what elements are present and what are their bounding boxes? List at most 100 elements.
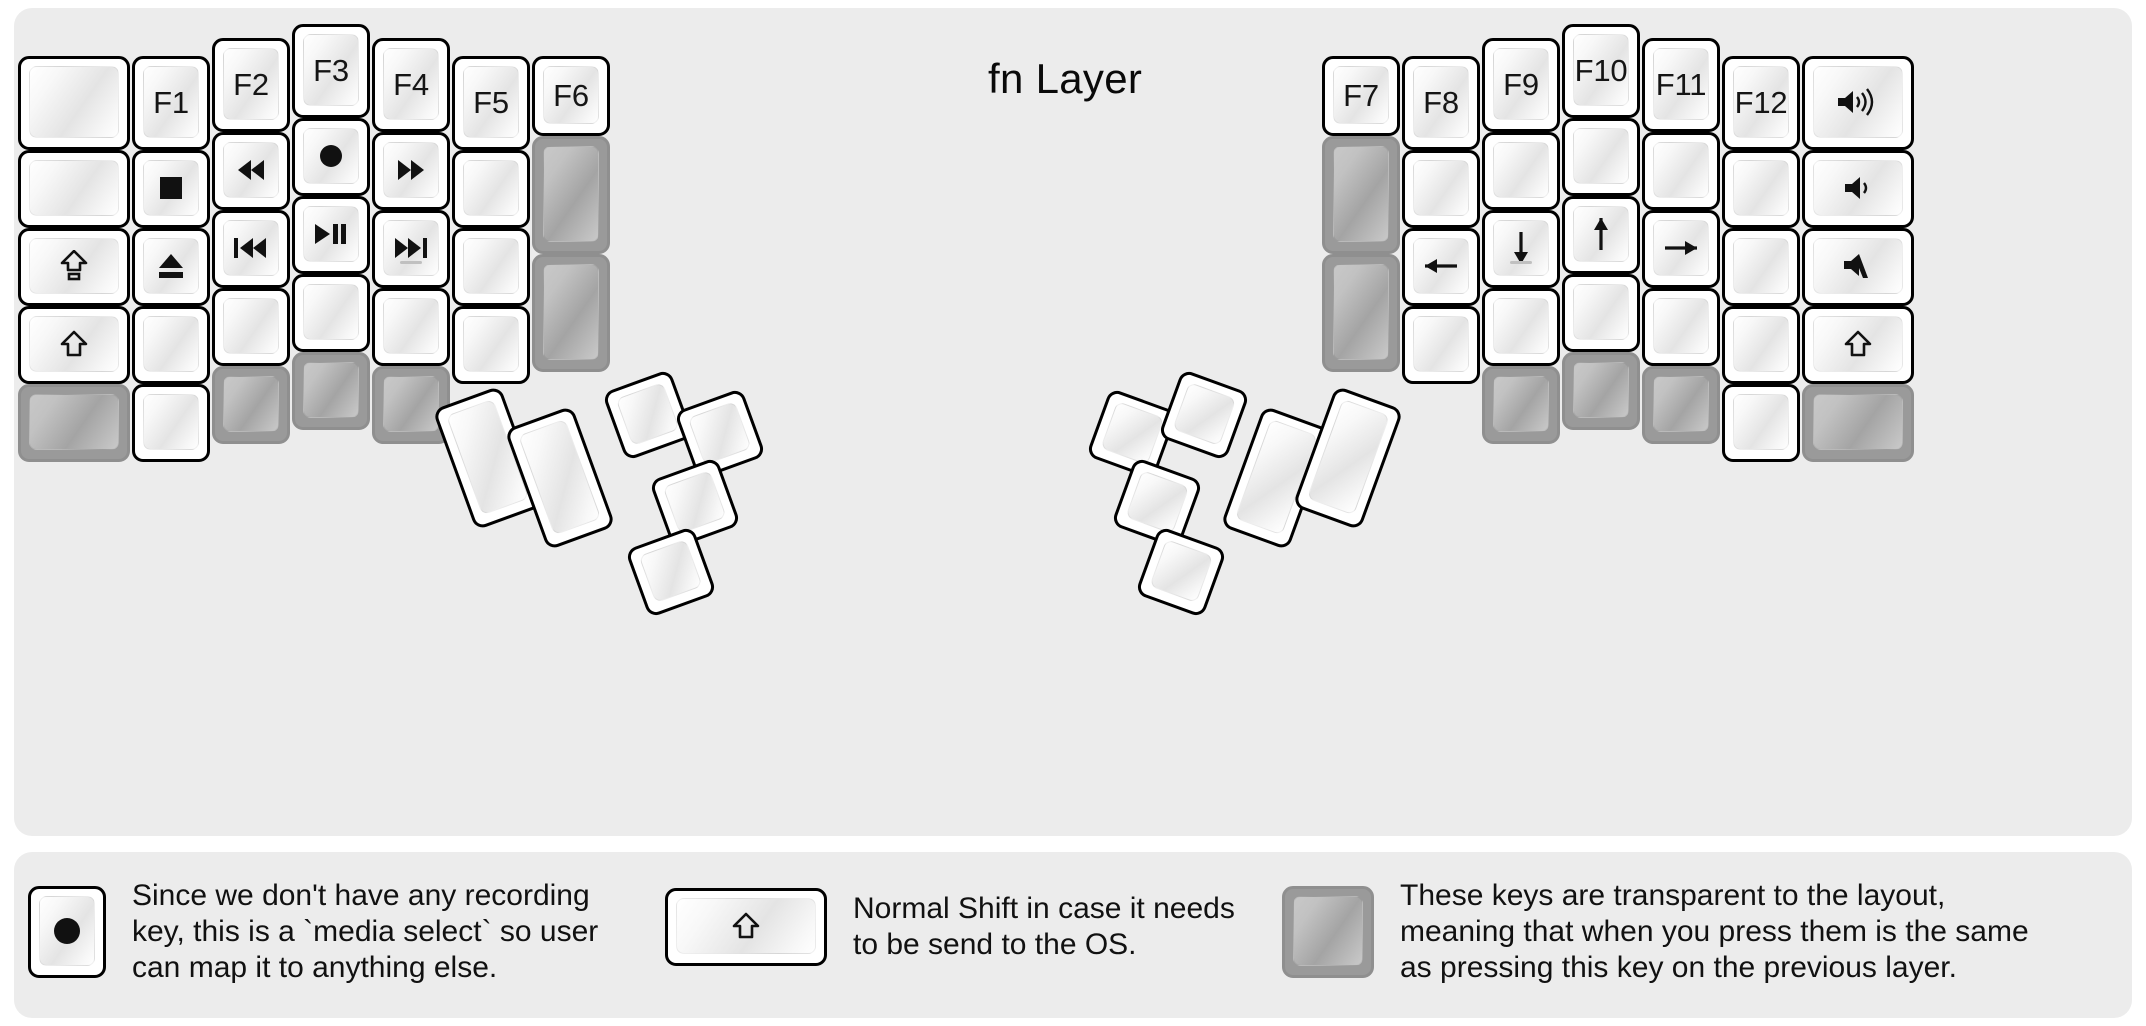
- key-f9-right-middle-r-0[interactable]: F9: [1482, 38, 1560, 132]
- keycap-face: [1100, 401, 1165, 466]
- key-arrow-right-right-pinky-r-2[interactable]: [1642, 210, 1720, 288]
- key-blank-right-pinky-r-1[interactable]: [1642, 132, 1720, 210]
- key-f8-right-index-r-0[interactable]: F8: [1402, 56, 1480, 150]
- key-media-playpause-left-middle-2[interactable]: [292, 196, 370, 274]
- key-volume-down-right-outer-extra-r-1[interactable]: [1802, 150, 1914, 228]
- key-blank-left-index-inner-3[interactable]: [452, 306, 530, 384]
- key-blank-right-pinky-outer-r-2[interactable]: [1722, 228, 1800, 306]
- key-media-prev-track-left-ring-2[interactable]: [212, 210, 290, 288]
- key-f10-right-ring-r-0[interactable]: F10: [1562, 24, 1640, 118]
- media-eject-icon: [156, 251, 186, 281]
- key-label: F5: [473, 84, 509, 120]
- key-volume-up-right-outer-extra-r-0[interactable]: [1802, 56, 1914, 150]
- key-media-fastforward-left-index-1[interactable]: [372, 132, 450, 210]
- key-blank-right-pinky-outer-r-3[interactable]: [1722, 306, 1800, 384]
- key-f11-right-pinky-r-0[interactable]: F11: [1642, 38, 1720, 132]
- keycap-face: F3: [303, 34, 359, 106]
- key-blank-right-middle-r-1[interactable]: [1482, 132, 1560, 210]
- key-blank-left-index-inner-2[interactable]: [452, 228, 530, 306]
- key-transparent-left-middle-4[interactable]: [292, 352, 370, 430]
- key-transparent-right-middle-r-4[interactable]: [1482, 366, 1560, 444]
- keycap-face: [1733, 238, 1789, 294]
- keycap-face: [1493, 298, 1549, 354]
- keycap-face: [1653, 298, 1709, 354]
- key-blank-right-ring-r-3[interactable]: [1562, 274, 1640, 352]
- keycap-face: F1: [143, 66, 199, 138]
- key-transparent-right-index-inner-r-2[interactable]: [1322, 254, 1400, 372]
- key-media-eject-left-pinky-2[interactable]: [132, 228, 210, 306]
- key-f1-left-pinky-0[interactable]: F1: [132, 56, 210, 150]
- keycap-face: [143, 316, 199, 372]
- legend-item-1: Normal Shift in case it needs to be send…: [665, 888, 1235, 966]
- key-f5-left-index-inner-0[interactable]: F5: [452, 56, 530, 150]
- key-blank-left-pinky-4[interactable]: [132, 384, 210, 462]
- key-transparent-left-inner-extra-2[interactable]: [532, 254, 610, 372]
- keycap-face: F4: [383, 48, 439, 120]
- keycap-face: [143, 394, 199, 450]
- keycap-face: [1733, 160, 1789, 216]
- key-transparent-left-index-4[interactable]: [372, 366, 450, 444]
- key-media-rewind-left-ring-1[interactable]: [212, 132, 290, 210]
- key-blank-left-pinky-3[interactable]: [132, 306, 210, 384]
- legend-key-record-circle-icon: [28, 886, 106, 978]
- key-transparent-right-index-inner-r-1[interactable]: [1322, 136, 1400, 254]
- keycap-face: [463, 160, 519, 216]
- key-shift-arrow-left-pinky-outer-3[interactable]: [18, 306, 130, 384]
- keycap-face: [1493, 376, 1549, 432]
- keycap-face: [1813, 394, 1903, 450]
- key-transparent-right-pinky-r-4[interactable]: [1642, 366, 1720, 444]
- key-transparent-right-ring-r-4[interactable]: [1562, 352, 1640, 430]
- key-f2-left-ring-0[interactable]: F2: [212, 38, 290, 132]
- arrow-up-icon: [1587, 216, 1615, 252]
- shift-arrow-icon: [731, 911, 761, 941]
- key-f3-left-middle-0[interactable]: F3: [292, 24, 370, 118]
- key-blank-right-pinky-r-3[interactable]: [1642, 288, 1720, 366]
- key-label: F12: [1734, 84, 1788, 120]
- key-media-next-track-left-index-2[interactable]: [372, 210, 450, 288]
- homing-bar: [400, 261, 422, 264]
- keycap-face: [1413, 160, 1469, 216]
- key-blank-left-pinky-outer-0[interactable]: [18, 56, 130, 150]
- keycap-face: [615, 382, 680, 447]
- key-arrow-down-right-middle-r-2[interactable]: [1482, 210, 1560, 288]
- key-f6-left-inner-extra-0[interactable]: F6: [532, 56, 610, 136]
- key-blank-left-index-3[interactable]: [372, 288, 450, 366]
- key-shift-lock-left-pinky-outer-2[interactable]: [18, 228, 130, 306]
- key-f12-right-pinky-outer-r-0[interactable]: F12: [1722, 56, 1800, 150]
- key-media-stop-left-pinky-1[interactable]: [132, 150, 210, 228]
- keycap-face: F10: [1573, 34, 1629, 106]
- key-blank-right-pinky-outer-r-4[interactable]: [1722, 384, 1800, 462]
- key-blank-right-index-r-3[interactable]: [1402, 306, 1480, 384]
- key-blank-right-pinky-outer-r-1[interactable]: [1722, 150, 1800, 228]
- key-blank-right-middle-r-3[interactable]: [1482, 288, 1560, 366]
- keycap-face: F5: [463, 66, 519, 138]
- keycap-face: F8: [1413, 66, 1469, 138]
- keycap-face: [1733, 394, 1789, 450]
- volume-up-icon: [1836, 87, 1880, 117]
- key-blank-left-ring-3[interactable]: [212, 288, 290, 366]
- keycap-face: F2: [223, 48, 279, 120]
- key-shift-arrow-right-outer-extra-r-3[interactable]: [1802, 306, 1914, 384]
- key-volume-mute-right-outer-extra-r-2[interactable]: [1802, 228, 1914, 306]
- key-blank-left-index-inner-1[interactable]: [452, 150, 530, 228]
- key-transparent-left-ring-4[interactable]: [212, 366, 290, 444]
- key-blank-left-pinky-outer-1[interactable]: [18, 150, 130, 228]
- key-blank-left-middle-3[interactable]: [292, 274, 370, 352]
- arrow-down-icon: [1507, 230, 1535, 266]
- media-prev-track-icon: [232, 234, 270, 262]
- key-blank-right-index-r-1[interactable]: [1402, 150, 1480, 228]
- key-label: F3: [313, 52, 349, 88]
- keycap-face: [29, 394, 119, 450]
- key-media-record-left-middle-1[interactable]: [292, 118, 370, 196]
- key-f7-right-index-inner-r-0[interactable]: F7: [1322, 56, 1400, 136]
- key-transparent-right-outer-extra-r-4[interactable]: [1802, 384, 1914, 462]
- key-transparent-left-inner-extra-1[interactable]: [532, 136, 610, 254]
- key-arrow-left-right-index-r-2[interactable]: [1402, 228, 1480, 306]
- key-f4-left-index-0[interactable]: F4: [372, 38, 450, 132]
- key-transparent-left-pinky-outer-4[interactable]: [18, 384, 130, 462]
- key-blank-right-ring-r-1[interactable]: [1562, 118, 1640, 196]
- keycap-face: [1333, 264, 1389, 360]
- key-label: F2: [233, 66, 269, 102]
- key-arrow-up-right-ring-r-2[interactable]: [1562, 196, 1640, 274]
